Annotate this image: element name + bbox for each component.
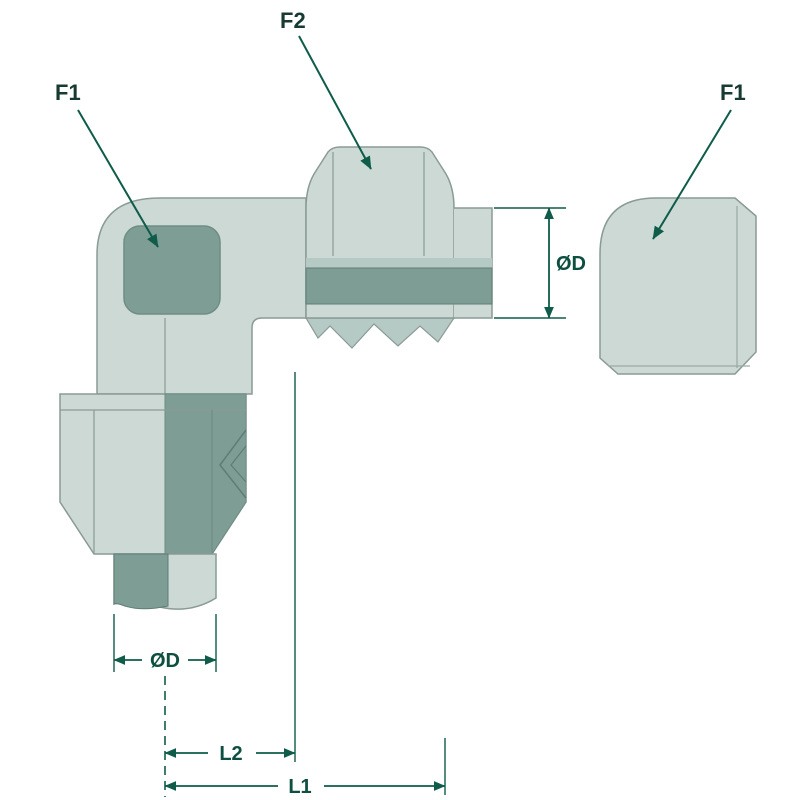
nut-underside-detail <box>304 317 456 349</box>
f2-label: F2 <box>280 8 306 33</box>
leader-f1-left: F1 <box>55 80 159 248</box>
od-right-label: ØD <box>556 253 586 275</box>
f1-left-label: F1 <box>55 80 81 105</box>
pipe-band-dark <box>305 267 493 305</box>
elbow-port-face <box>123 225 221 315</box>
leader-f1-right: F1 <box>652 80 746 240</box>
l1-label: L1 <box>288 776 311 798</box>
dimension-od-right: ØD <box>494 207 586 319</box>
f1-right-label: F1 <box>720 80 746 105</box>
dimension-l1: L1 <box>164 738 446 798</box>
f2-leader-line <box>298 35 372 170</box>
od-bottom-label: ØD <box>150 650 180 672</box>
f1-right-leader-line <box>652 109 732 240</box>
cutting-ring-chevron-outer <box>219 429 247 499</box>
dimension-od-bottom: ØD <box>113 614 217 672</box>
side-view-body <box>599 197 757 375</box>
cutting-ring-chevron-inner <box>230 445 247 483</box>
pipe-band-mid <box>306 258 492 268</box>
main-view <box>59 146 493 610</box>
side-view <box>599 197 757 375</box>
f1-left-leader-line <box>77 109 159 248</box>
l2-label: L2 <box>219 743 242 765</box>
bottom-pipe-dark <box>113 553 169 610</box>
bottom-nut-dark-section <box>164 393 247 555</box>
leader-f2-top: F2 <box>280 8 372 170</box>
dimension-l2: L2 <box>164 372 296 765</box>
